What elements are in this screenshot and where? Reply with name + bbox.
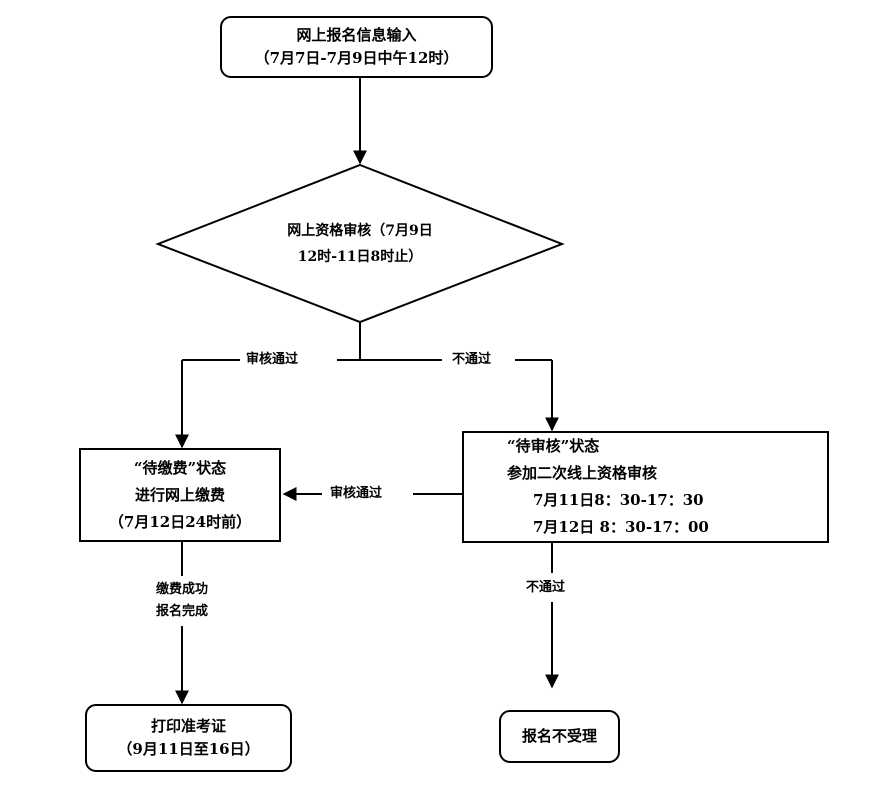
pay-node-line3: （7月12日24时前）: [108, 512, 252, 531]
pay-node: “待缴费”状态 进行网上缴费 （7月12日24时前）: [80, 449, 280, 541]
review-node-line2: 12时-11日8时止）: [297, 249, 423, 265]
print-node: 打印准考证 （9月11日至16日）: [86, 705, 291, 771]
pending-node-line1: “待审核”状态: [507, 437, 600, 455]
edge-label-pay-done: 缴费成功 报名完成: [140, 577, 224, 625]
edge-label-pay-done-line2: 报名完成: [155, 604, 208, 619]
pending-node-line2: 参加二次线上资格审核: [507, 464, 658, 482]
pay-node-line1: “待缴费”状态: [133, 458, 227, 477]
print-box-shape: [85, 704, 292, 772]
edge-label-review-pass: 审核通过: [246, 352, 299, 367]
start-node: 网上报名信息输入 （7月7日-7月9日中午12时）: [221, 17, 492, 77]
rejected-node-line1: 报名不受理: [521, 727, 597, 745]
print-node-line2: （9月11日至16日）: [117, 740, 260, 758]
start-box-shape: [220, 16, 493, 78]
review-node-line1: 网上资格审核（7月9日: [287, 223, 433, 239]
pay-node-line2: 进行网上缴费: [134, 485, 225, 504]
edge-label-pay-done-line1: 缴费成功: [155, 582, 208, 597]
edge-label-review-fail: 不通过: [452, 352, 492, 367]
start-node-line2: （7月7日-7月9日中午12时）: [254, 49, 459, 67]
pending-node-line3: 7月11日8：30-17：30: [533, 491, 704, 509]
pending-box-shape: [462, 431, 829, 543]
rejected-node: 报名不受理: [500, 711, 619, 762]
pending-node-line4: 7月12日 8：30-17：00: [533, 518, 709, 536]
review-node: 网上资格审核（7月9日 12时-11日8时止）: [258, 208, 462, 280]
pending-node: “待审核”状态 参加二次线上资格审核 7月11日8：30-17：30 7月12日…: [463, 432, 828, 542]
edge-label-second-pass: 审核通过: [330, 486, 383, 501]
start-node-line1: 网上报名信息输入: [296, 26, 417, 44]
pay-box-shape: [79, 448, 281, 542]
edge-label-second-fail: 不通过: [526, 580, 566, 595]
print-node-line1: 打印准考证: [150, 717, 226, 735]
rejected-box-shape: [499, 710, 620, 763]
